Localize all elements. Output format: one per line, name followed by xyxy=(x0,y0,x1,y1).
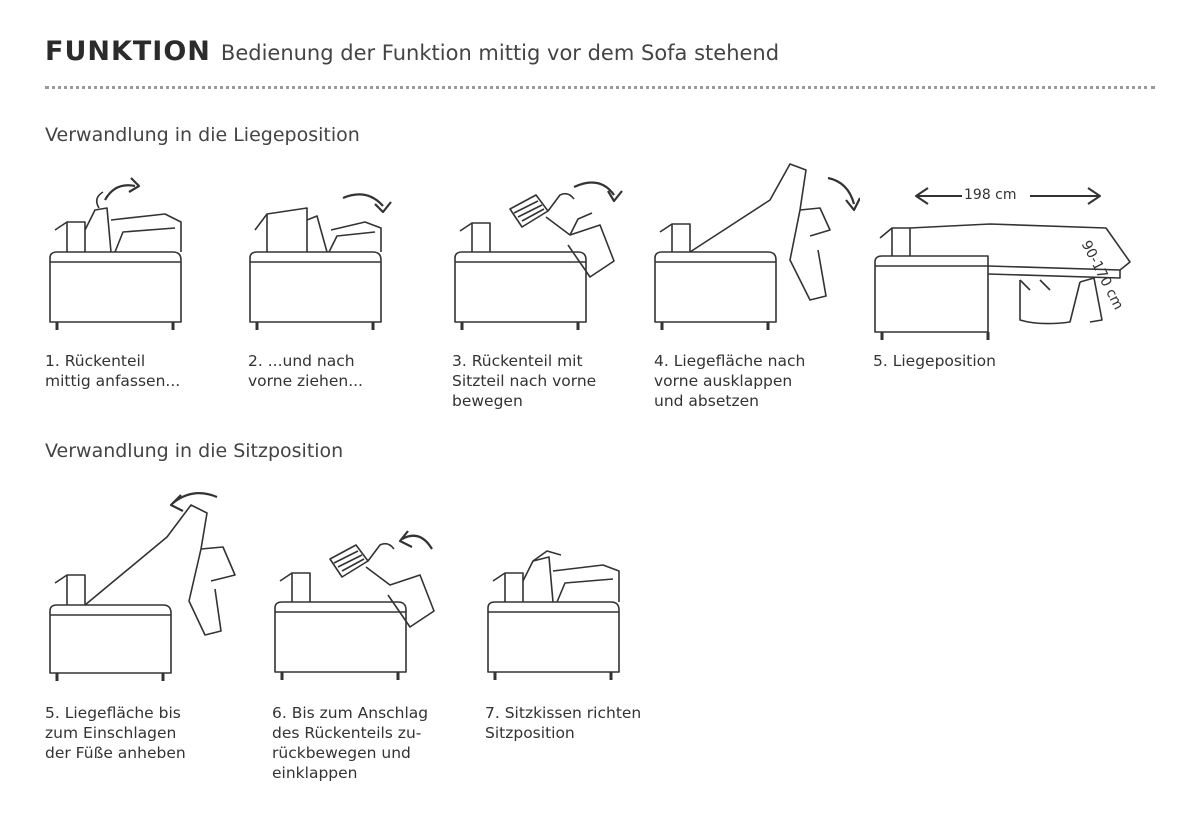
page-subtitle: Bedienung der Funktion mittig vor dem So… xyxy=(220,41,780,65)
page-header: FUNKTION Bedienung der Funktion mittig vo… xyxy=(45,36,779,67)
illustration-step-lift xyxy=(45,485,245,685)
illustration-step-2 xyxy=(245,170,395,340)
illustration-step-fold xyxy=(270,515,450,690)
caption-step-4: 4. Liegefläche nach vorne ausklappen und… xyxy=(654,352,806,410)
caption-step-1: 1. Rückenteil mittig anfassen... xyxy=(45,352,181,390)
illustration-step-1 xyxy=(45,170,190,340)
dotted-divider xyxy=(45,86,1155,89)
caption-step-sit: 7. Sitzkissen richten Sitzposition xyxy=(485,704,642,742)
caption-step-lift: 5. Liegefläche bis zum Einschlagen der F… xyxy=(45,704,186,762)
illustration-step-4 xyxy=(650,160,860,340)
page-title: FUNKTION xyxy=(45,36,211,67)
caption-step-2: 2. ...und nach vorne ziehen... xyxy=(248,352,363,390)
caption-step-fold: 6. Bis zum Anschlag des Rückenteils zu- … xyxy=(272,704,429,782)
section-title-liegeposition: Verwandlung in die Liegeposition xyxy=(45,124,360,146)
caption-step-5: 5. Liegeposition xyxy=(873,352,996,370)
dimension-length: 198 cm xyxy=(964,187,1017,203)
section-title-sitzposition: Verwandlung in die Sitzposition xyxy=(45,440,344,462)
illustration-step-5 xyxy=(870,170,1160,340)
caption-step-3: 3. Rückenteil mit Sitzteil nach vorne be… xyxy=(452,352,597,410)
illustration-step-3 xyxy=(450,165,635,340)
illustration-step-sit xyxy=(483,515,628,690)
